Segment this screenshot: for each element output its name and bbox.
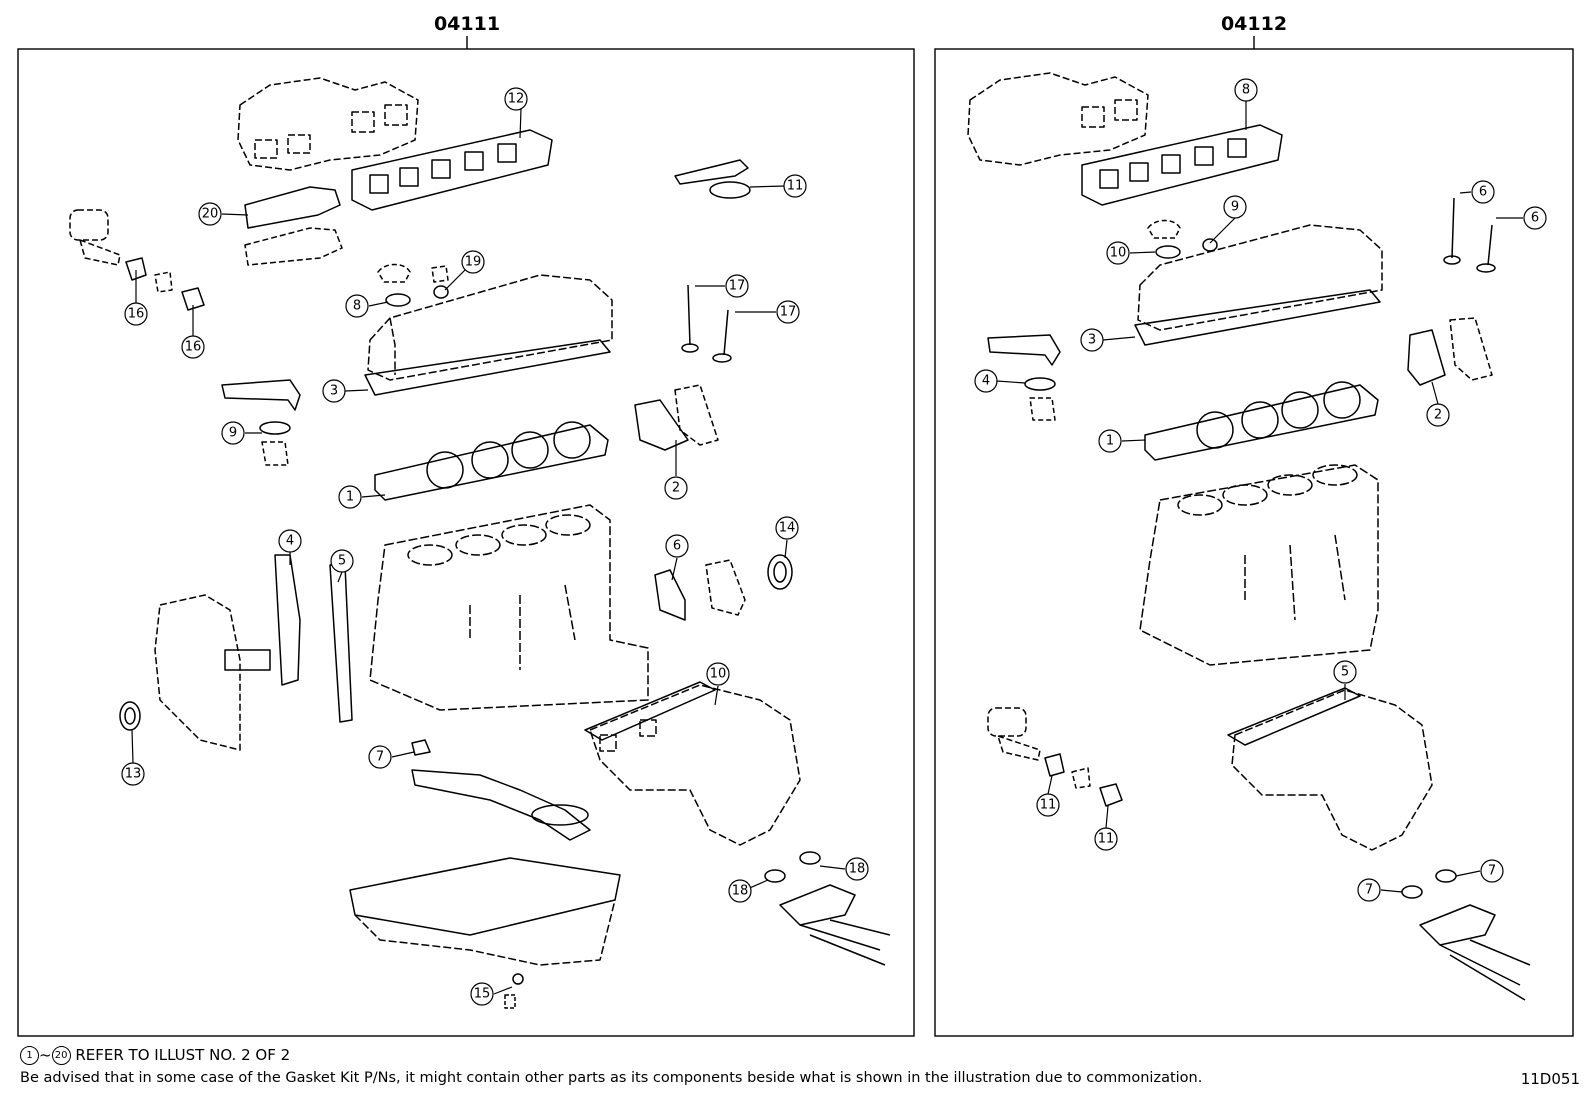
intake-manifold-gasket-drawing xyxy=(351,129,553,211)
callout-16a: 16 xyxy=(128,307,145,322)
parts-diagram: 04111 04112 xyxy=(17,13,1574,1037)
callout-r-4: 4 xyxy=(982,374,990,389)
cylinder-block-drawing xyxy=(369,504,649,711)
refer-note: 1~20 REFER TO ILLUST NO. 2 OF 2 xyxy=(20,1046,290,1065)
head-gasket-drawing xyxy=(374,421,609,501)
callout-7: 7 xyxy=(376,750,384,765)
callout-5: 5 xyxy=(338,554,346,569)
head-cover-drawing xyxy=(367,274,613,381)
range-end-badge: 20 xyxy=(51,1046,71,1065)
panel-frame-04111 xyxy=(17,48,915,1037)
water-pump-drawing xyxy=(69,209,121,266)
callout-r-9: 9 xyxy=(1231,200,1239,215)
panel-title-04112: 04112 xyxy=(1221,13,1287,35)
callout-4: 4 xyxy=(286,534,294,549)
callout-2: 2 xyxy=(672,481,680,496)
callout-19: 19 xyxy=(465,255,482,270)
oil-strainer-drawing xyxy=(411,769,591,841)
callout-9: 9 xyxy=(229,426,237,441)
water-outlet-drawing xyxy=(674,159,749,185)
callout-14: 14 xyxy=(779,521,796,536)
gasket-20-drawing xyxy=(244,186,341,229)
exhaust-pipe-drawing xyxy=(779,884,891,966)
intake-manifold-drawing xyxy=(237,77,419,171)
callout-r-11b: 11 xyxy=(1098,832,1115,847)
panel-title-04111: 04111 xyxy=(434,13,500,35)
callout-r-11a: 11 xyxy=(1040,798,1057,813)
callout-1: 1 xyxy=(346,490,354,505)
callouts-04112 xyxy=(974,78,1547,902)
oil-pan-drawing xyxy=(349,857,621,966)
callout-r-5: 5 xyxy=(1341,665,1349,680)
callout-17b: 17 xyxy=(780,305,797,320)
range-separator: ~ xyxy=(39,1046,52,1064)
callout-15: 15 xyxy=(474,987,491,1002)
callout-r-8: 8 xyxy=(1242,83,1250,98)
callout-17a: 17 xyxy=(729,279,746,294)
callouts-04111 xyxy=(121,87,869,1006)
refer-text: REFER TO ILLUST NO. 2 OF 2 xyxy=(75,1046,291,1064)
callout-16b: 16 xyxy=(185,340,202,355)
callout-13: 13 xyxy=(125,767,142,782)
timing-cover-drawing xyxy=(154,594,241,751)
callout-r-7b: 7 xyxy=(1488,864,1496,879)
range-start-badge: 1 xyxy=(20,1046,39,1065)
callout-12: 12 xyxy=(508,92,525,107)
callout-10: 10 xyxy=(710,667,727,682)
callout-18a: 18 xyxy=(732,884,749,899)
callout-20: 20 xyxy=(202,207,219,222)
advisory-note: Be advised that in some case of the Gask… xyxy=(20,1070,1203,1086)
exhaust-manifold-drawing xyxy=(589,684,801,846)
illustration-code: 11D051 xyxy=(1520,1070,1580,1088)
callout-r-3: 3 xyxy=(1088,333,1096,348)
callout-r-7a: 7 xyxy=(1365,883,1373,898)
callout-r-6a: 6 xyxy=(1479,185,1487,200)
callout-r-6b: 6 xyxy=(1531,211,1539,226)
callout-r-2: 2 xyxy=(1434,408,1442,423)
callout-8: 8 xyxy=(353,299,361,314)
callout-3: 3 xyxy=(330,384,338,399)
callout-18b: 18 xyxy=(849,862,866,877)
head-cover-gasket-drawing xyxy=(364,339,611,396)
callout-6: 6 xyxy=(673,539,681,554)
callout-r-10: 10 xyxy=(1110,246,1127,261)
callout-11: 11 xyxy=(787,179,804,194)
callout-r-1: 1 xyxy=(1106,434,1114,449)
